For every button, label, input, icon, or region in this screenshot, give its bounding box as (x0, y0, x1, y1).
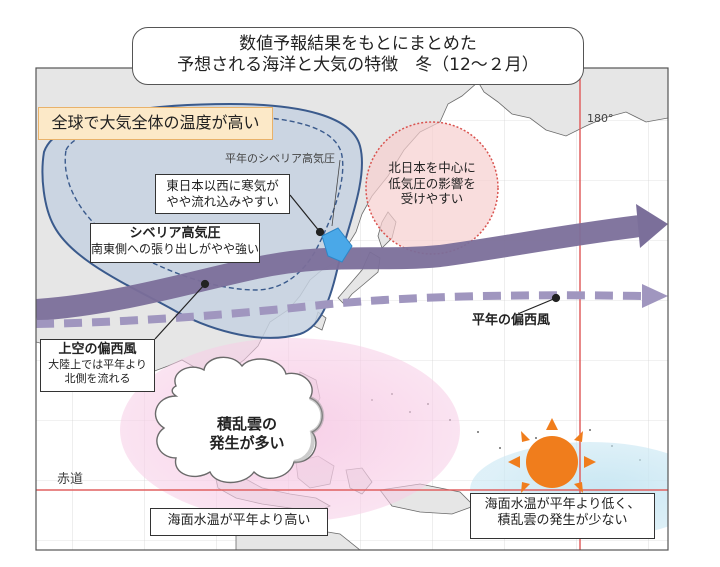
siberian-high-area (41, 102, 363, 339)
equator-label: 赤道 (57, 472, 84, 487)
forecast-westerly-arrowhead (636, 204, 668, 248)
siberian-high-label: シベリア高気圧 南東側への張り出しがやや強い (90, 223, 260, 263)
longitude-180-label: 180° (587, 112, 614, 125)
cool-sea-label: 海面水温が平年より低く、 積乱雲の発生が少ない (470, 493, 655, 539)
normal-westerly-arrow (36, 291, 643, 328)
map-title: 数値予報結果をもとにまとめた 予想される海洋と大気の特徴 冬（12〜２月） (132, 27, 584, 85)
cloud-icon (154, 356, 325, 484)
warm-sea-label: 海面水温が平年より高い (150, 508, 328, 536)
title-line-2: 予想される海洋と大気の特徴 冬（12〜２月） (177, 55, 539, 76)
normal-westerly-label: 平年の偏西風 (472, 313, 551, 328)
low-pressure-label: 北日本を中心に 低気圧の影響を 受けやすい (388, 160, 476, 207)
normal-siberian-high-label: 平年のシベリア高気圧 (225, 152, 335, 165)
forecast-westerly-arrow (36, 215, 642, 321)
global-warm-label: 全球で大気全体の温度が高い (38, 107, 273, 140)
low-pressure-area (365, 121, 499, 255)
normal-westerly-arrowhead (642, 284, 668, 308)
cumulonimbus-label: 積乱雲の 発生が多い (209, 415, 285, 452)
cold-air-arrow-icon (321, 227, 353, 263)
title-line-1: 数値予報結果をもとにまとめた (239, 34, 477, 54)
leader-lines (154, 159, 561, 340)
east-japan-cold-label: 東日本以西に寒気が やや流れ込みやすい (155, 174, 290, 214)
upper-westerly-label: 上空の偏西風 大陸上では平年より 北側を流れる (40, 339, 155, 392)
